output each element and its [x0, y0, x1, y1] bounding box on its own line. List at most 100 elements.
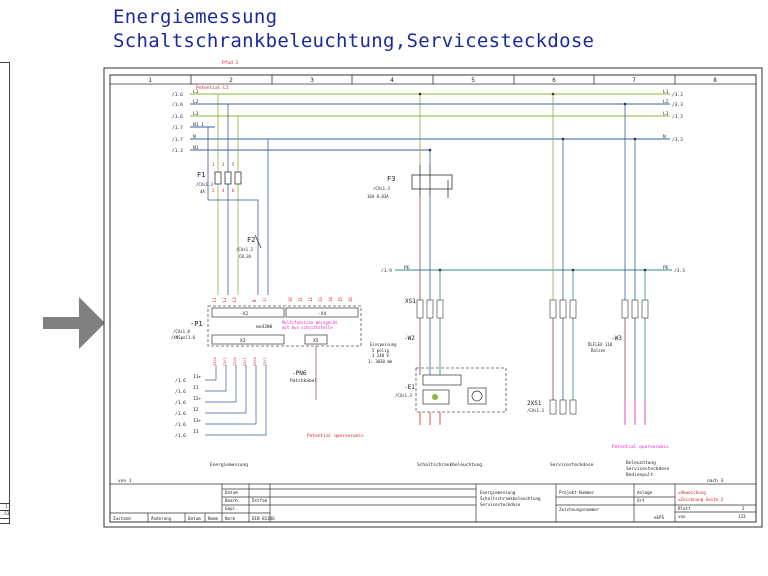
p1-x5: X5: [313, 338, 319, 344]
p1-note: mit bus schnittstelle: [282, 325, 333, 330]
svg-text:14: 14: [328, 297, 333, 302]
bus-ref: /3.3: [672, 102, 683, 108]
column-number: 2: [229, 77, 233, 84]
svg-text:I3/k: I3/k: [253, 357, 257, 366]
svg-text:I3/l: I3/l: [263, 357, 267, 366]
section-label: Servicesteckdose: [626, 466, 670, 472]
current-label: I3+: [193, 418, 201, 424]
next-arrow-icon: [43, 297, 105, 349]
bus-name: L2: [193, 99, 199, 105]
current-label: I2+: [193, 396, 201, 402]
f2-label: F2: [247, 236, 255, 244]
xs2-ref: /CXs1.3: [527, 408, 544, 413]
pfad-label: Pfad 2: [222, 60, 239, 66]
column-number: 4: [390, 77, 394, 84]
f3-label: F3: [387, 175, 395, 183]
svg-text:1: 1: [212, 162, 215, 167]
f3-ref: /CXs1.3: [373, 186, 390, 191]
tb-desc: Servicesteckdose: [480, 502, 521, 507]
column-number: 7: [632, 77, 636, 84]
bus-ref: /1.7: [172, 125, 183, 131]
svg-text:I2/k: I2/k: [233, 357, 237, 366]
column-number: 3: [310, 77, 314, 84]
svg-text:L3: L3: [232, 297, 237, 302]
e1-device: [415, 367, 507, 413]
bus-name: L3: [193, 111, 199, 117]
svg-text:I1/l: I1/l: [223, 357, 227, 366]
bus-name: N: [663, 134, 666, 140]
tb-desc: Schaltschrankbeleuchtung: [480, 496, 541, 501]
page-from: von 1: [118, 478, 132, 484]
tb-datum-label: Datum: [225, 490, 238, 495]
svg-text:L1: L1: [212, 297, 217, 302]
w2-desc: 3 240 V: [372, 353, 389, 358]
bus-name: PE: [663, 265, 669, 271]
column-number: 1: [148, 77, 152, 84]
p1-label: -P1: [190, 320, 203, 328]
tb-blatt-value: 2: [742, 506, 745, 511]
p1-x3: X3: [240, 338, 246, 344]
bus-name: PE: [404, 265, 410, 271]
current-label: I2: [193, 407, 199, 413]
tb-anlage: Anlage: [637, 490, 653, 495]
svg-text:13: 13: [318, 297, 323, 302]
f2-rating: C0,3A: [239, 254, 252, 259]
tb-norm-value: DIN 81346: [252, 516, 275, 521]
tb-norm: Norm: [225, 516, 236, 521]
w3-desc: ÖLFLEX 110: [588, 342, 613, 347]
p1-ref: /XNSpol1.6: [171, 335, 196, 340]
svg-text:11: 11: [298, 297, 303, 302]
bus-name: L2: [663, 99, 669, 105]
svg-text:10: 10: [288, 297, 293, 302]
bus-ref: /1.6: [172, 114, 183, 120]
potential-ref-b: Potential querverweis: [612, 444, 669, 450]
tb-gepr: Gepr.: [225, 506, 238, 511]
f3-rcd: [411, 165, 453, 198]
pn6-desc: Patchkabel: [290, 378, 317, 384]
bus-ref: /1.6: [172, 102, 183, 108]
bus-ref: /3.3: [674, 268, 685, 274]
p1-note: Multifunction messgerät: [282, 320, 338, 325]
tb-desc: Energiemessung: [480, 490, 516, 495]
bus-name: N: [193, 134, 196, 140]
section-label: Schaltschrankbeleuchtung: [417, 462, 482, 468]
svg-text:15: 15: [338, 297, 343, 302]
tb-von: von: [678, 514, 686, 519]
section-label: Servicesteckdose: [550, 462, 594, 468]
f1-ref: /CXs1.3: [196, 182, 213, 187]
svg-text:12: 12: [308, 297, 313, 302]
current-ref: /1.6: [175, 400, 186, 406]
w2-label: -W2: [404, 335, 415, 342]
p1-x2: -X2: [240, 311, 248, 317]
column-number: 5: [471, 77, 475, 84]
bus-name: L1: [663, 89, 669, 95]
tb-von-value: 133: [738, 514, 746, 519]
svg-text:L2: L2: [222, 297, 227, 302]
bus-ref: /1.3: [172, 148, 183, 154]
column-number: 8: [713, 77, 717, 84]
f3-rating: 16A 0,03A: [367, 194, 389, 199]
page-to: nach 3: [707, 478, 724, 484]
previous-sheet-fragment: 1 .53: [0, 62, 10, 524]
p1-type: mx4300: [256, 324, 273, 330]
bus-ref: /3.3: [672, 92, 683, 98]
bus-ref: /1.9: [381, 268, 392, 274]
w2-desc: 1: 3030 mm: [368, 359, 393, 364]
svg-text:1/: 1/: [262, 297, 267, 302]
f1-label: F1: [197, 171, 205, 179]
tb-datum: Datum: [188, 516, 201, 521]
tb-name: Name: [208, 516, 219, 521]
f2-ref: /CXs1.3: [236, 247, 253, 252]
tb-zeichnung-note: =Zeichnung Seite 2: [678, 497, 724, 502]
tb-bearb-value: Östfak: [252, 498, 268, 503]
current-ref: /1.6: [175, 389, 186, 395]
current-label: I1+: [193, 374, 201, 380]
e1-label: -E1: [404, 384, 415, 391]
potential-ref-a: Potential querverweis: [307, 433, 364, 439]
svg-text:16: 16: [348, 297, 353, 302]
tb-eeps: eEPS: [654, 515, 665, 520]
svg-text:3: 3: [222, 162, 225, 167]
sheet-frame: [103, 67, 763, 528]
tb-zeichnung: Zeichnungsnummer: [559, 507, 600, 512]
bus-name: L3: [663, 111, 669, 117]
